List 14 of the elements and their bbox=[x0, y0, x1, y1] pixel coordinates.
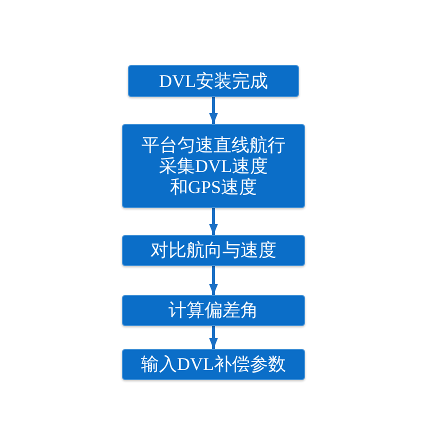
process-box bbox=[122, 124, 305, 208]
arrow bbox=[209, 208, 218, 235]
arrow bbox=[209, 266, 218, 295]
process-box bbox=[128, 65, 299, 97]
arrow bbox=[209, 97, 218, 124]
step-label: 平台匀速直线航行采集DVL速度和GPS速度 bbox=[142, 134, 286, 198]
step-label: 计算偏差角 bbox=[168, 300, 258, 321]
step-label: 对比航向与速度 bbox=[150, 240, 276, 261]
step-label: 输入DVL补偿参数 bbox=[141, 354, 286, 375]
process-box bbox=[122, 295, 305, 326]
process-box bbox=[122, 349, 305, 380]
step-label: DVL安装完成 bbox=[159, 70, 268, 92]
process-box bbox=[122, 235, 305, 266]
arrow bbox=[209, 326, 218, 349]
